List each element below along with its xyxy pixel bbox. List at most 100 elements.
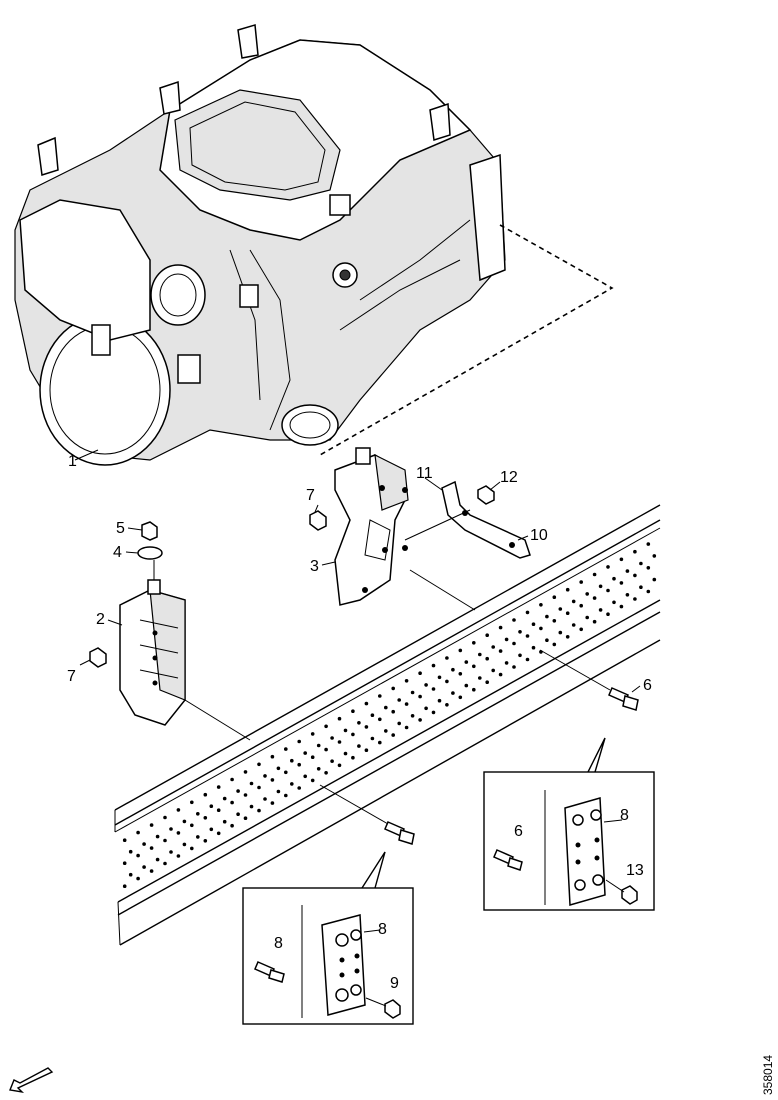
rail-hole — [391, 733, 396, 737]
rail-hole — [182, 842, 187, 847]
sensor-module — [119, 521, 186, 726]
rail-hole — [464, 660, 469, 664]
rail-hole — [512, 641, 516, 646]
callout-labels: 1 2 3 4 5 6 7 7 10 11 12 6 8 13 8 8 9 35… — [67, 453, 775, 1095]
rail-hole — [142, 842, 146, 846]
rail-hole — [525, 657, 530, 662]
rail-hole — [539, 626, 543, 631]
rail-hole — [290, 758, 294, 763]
detail-b-callout-bolt: 8 — [274, 935, 283, 952]
rail-hole — [498, 625, 503, 630]
rail-hole — [136, 853, 140, 858]
rail-hole — [297, 762, 302, 767]
rail-hole — [451, 667, 455, 672]
rail-hole — [303, 751, 308, 755]
rail-hole — [472, 641, 476, 645]
rail-hole — [176, 831, 181, 835]
rail-hole — [243, 816, 248, 820]
rail-hole — [257, 762, 261, 767]
rail-hole — [310, 755, 315, 759]
rail-hole — [310, 778, 315, 783]
rail-hole — [633, 597, 637, 601]
rail-hole — [391, 709, 396, 714]
rail-hole — [190, 800, 194, 805]
rail-hole — [397, 721, 402, 726]
rail-hole — [646, 566, 651, 570]
rail-hole — [128, 849, 133, 854]
rail-hole — [203, 839, 208, 843]
rail-hole — [324, 747, 328, 752]
rail-hole — [639, 585, 643, 589]
small-bracket — [441, 480, 531, 559]
rail-hole — [431, 687, 436, 691]
rail-hole — [230, 777, 234, 782]
rail-hole — [303, 774, 308, 779]
rail-hole — [558, 607, 563, 611]
rail-hole — [458, 648, 463, 653]
rail-hole — [384, 705, 388, 710]
rail-hole — [337, 763, 342, 768]
rail-hole — [176, 854, 181, 858]
detail-b-callout-nut: 9 — [390, 975, 399, 992]
rail-hole — [585, 615, 589, 620]
rail-hole — [149, 846, 154, 850]
rail-hole — [196, 835, 200, 839]
detail-a-callout-plate: 8 — [620, 807, 629, 824]
rail-hole — [639, 561, 643, 566]
rail-hole — [176, 808, 181, 812]
rail-hole — [324, 771, 328, 775]
rail-hole — [249, 781, 254, 786]
rail-hole — [525, 610, 530, 615]
rail-hole — [598, 608, 603, 612]
rail-hole — [598, 584, 603, 589]
rail-hole — [485, 633, 490, 637]
rail-hole — [592, 619, 597, 624]
rail-hole — [424, 706, 428, 711]
rail-hole — [606, 588, 610, 593]
rail-hole — [431, 663, 436, 668]
rail-hole — [203, 792, 208, 797]
detail-a-callout-nut: 13 — [626, 862, 644, 879]
nut-left — [89, 647, 107, 668]
rail-hole — [606, 565, 610, 569]
rail-hole — [565, 635, 570, 639]
callout-10: 10 — [530, 527, 548, 544]
rail-hole — [351, 709, 355, 713]
rail-hole — [378, 717, 382, 722]
rail-hole — [619, 581, 624, 585]
rail-hole — [216, 831, 221, 836]
rail-hole — [136, 876, 140, 881]
detail-box-a — [483, 737, 655, 911]
rail-hole — [437, 675, 442, 680]
rail-hole — [518, 653, 522, 658]
rail-hole — [316, 767, 321, 771]
rail-hole — [431, 710, 436, 715]
rail-hole — [571, 623, 576, 627]
rail-hole — [445, 656, 449, 660]
rail-hole — [230, 823, 234, 828]
rail-hole — [485, 680, 490, 684]
rail-hole — [222, 819, 227, 824]
document-number: 358014 — [761, 1055, 775, 1095]
rail-hole — [579, 603, 583, 608]
leader-lines — [74, 449, 641, 825]
rail-hole — [585, 592, 589, 596]
rail-hole — [404, 725, 409, 730]
rail-hole — [378, 694, 382, 698]
rail-hole — [128, 872, 133, 877]
rail-hole — [552, 595, 557, 599]
callout-4: 4 — [113, 544, 122, 561]
rail-hole — [330, 736, 334, 740]
rail-hole — [190, 823, 194, 828]
rail-hole — [284, 793, 288, 798]
rail-hole — [531, 622, 536, 626]
rail-hole — [397, 698, 402, 702]
bolt-right — [608, 687, 639, 711]
rail-hole — [579, 580, 583, 584]
rail-hole — [136, 830, 140, 835]
detail-b-callout-plate: 8 — [378, 921, 387, 938]
rail-hole — [270, 754, 275, 759]
rail-hole — [633, 549, 637, 554]
rail-hole — [404, 679, 409, 683]
